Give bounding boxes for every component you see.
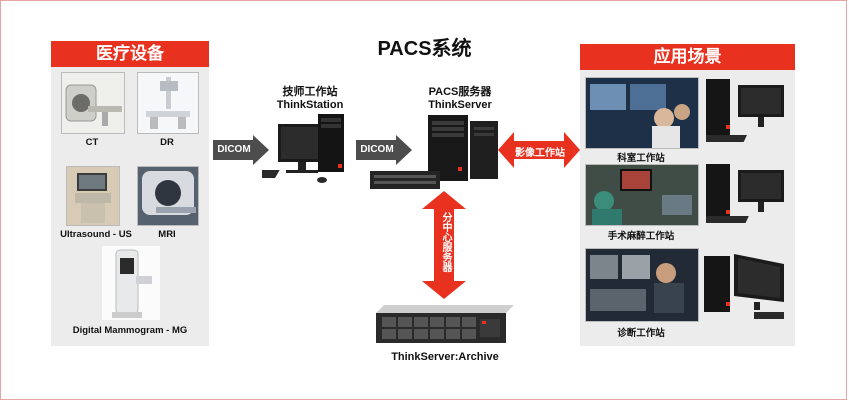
scene-label-department: 科室工作站 [617,153,665,164]
pacs-server-label: PACS服务器 ThinkServer [410,86,510,112]
diagnostic-workstation-image [585,248,699,322]
department-workstation-computer-icon [706,79,784,142]
ultrasound-image [66,166,120,226]
dicom-arrow-left [213,135,269,165]
dicom-label-right: DICOM [360,144,394,155]
imaging-workstation-double-arrow [498,132,580,168]
archive-rack-server-icon [376,305,514,343]
workstation-label-cn: 技师工作站 [282,86,338,98]
application-scenarios-panel: 应用场景 科室工作站 [580,44,795,346]
device-label-mammogram: Digital Mammogram - MG [72,325,188,336]
sub-center-server-double-arrow [422,191,466,299]
diagram-title: PACS系统 [377,38,472,60]
thinkstation-computer-icon [262,114,344,183]
sub-center-server-label: 分中心服务器 [440,212,451,272]
dicom-label-left: DICOM [217,144,251,155]
application-scenarios-heading: 应用场景 [580,44,795,70]
workstation-label-en: ThinkStation [276,99,344,111]
pacs-server-label-en: ThinkServer [428,99,492,111]
pacs-server-label-cn: PACS服务器 [428,86,492,98]
dicom-arrow-right [356,135,412,165]
surgical-anesthesia-workstation-image [585,164,699,226]
medical-devices-panel: 医疗设备 CT DR Ultrasound [51,41,209,346]
scene-label-diagnostic: 诊断工作站 [617,328,665,339]
surgical-workstation-computer-icon [706,164,784,223]
thinkserver-icon [370,115,498,189]
device-label-mri: MRI [158,229,176,240]
imaging-workstation-label: 影像工作站 [515,148,565,159]
scene-label-surgical-anesthesia: 手术麻醉工作站 [607,231,675,242]
mri-scanner-image [137,166,199,226]
device-label-ct: CT [85,137,99,148]
diagnostic-workstation-computer-icon [704,254,784,319]
device-label-dr: DR [160,137,174,148]
department-workstation-image [585,77,699,149]
archive-label: ThinkServer:Archive [391,351,499,363]
medical-devices-heading: 医疗设备 [51,41,209,67]
dr-machine-image [137,72,199,134]
device-label-ultrasound: Ultrasound - US [60,229,132,240]
ct-scanner-image [61,72,125,134]
mammogram-image [102,246,160,320]
workstation-label: 技师工作站 ThinkStation [265,86,355,112]
